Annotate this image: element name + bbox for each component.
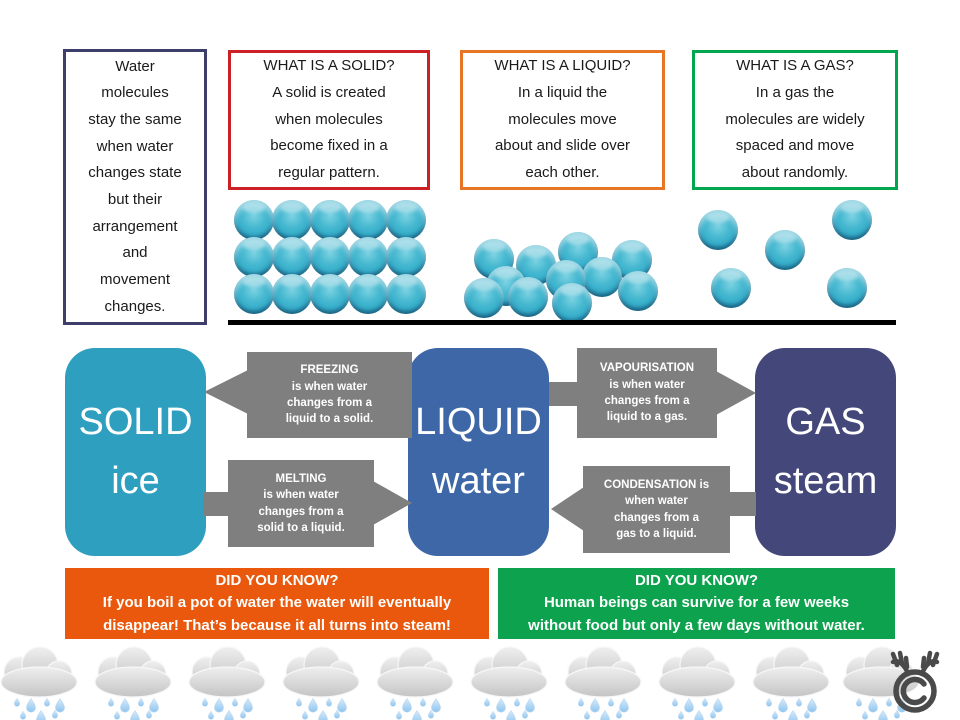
gas-question-title: WHAT IS A GAS? bbox=[736, 57, 854, 75]
info-box-intro: Water molecules stay the same when water… bbox=[63, 49, 207, 325]
rain-cloud-icon bbox=[462, 646, 557, 720]
rain-cloud-icon bbox=[368, 646, 463, 720]
rain-cloud-icon bbox=[0, 646, 87, 720]
liquid-molecule-diagram bbox=[458, 232, 668, 327]
vapourisation-body: is when water changes from a liquid to a… bbox=[604, 378, 690, 424]
rain-cloud-icon bbox=[274, 646, 369, 720]
condensation-title: CONDENSATION is bbox=[603, 478, 710, 491]
molecule-icon bbox=[832, 200, 872, 240]
freezing-arrow-label: FREEZING is when water changes from a li… bbox=[247, 352, 412, 438]
state-liquid-sub: water bbox=[432, 460, 525, 502]
moose-copyright-icon bbox=[883, 648, 947, 716]
molecule-icon bbox=[310, 274, 350, 314]
state-liquid-name: LIQUID bbox=[415, 401, 542, 444]
state-box-solid: SOLID ice bbox=[65, 348, 206, 556]
condensation-arrow-stem bbox=[729, 492, 756, 516]
vapourisation-arrow-label: VAPOURISATION is when water changes from… bbox=[577, 348, 717, 438]
solid-molecule-diagram bbox=[234, 200, 434, 320]
state-box-liquid: LIQUID water bbox=[408, 348, 549, 556]
fact-boiling-title: DID YOU KNOW? bbox=[215, 571, 339, 589]
solid-question-body: A solid is created when molecules become… bbox=[270, 83, 388, 182]
rain-cloud-icon bbox=[650, 646, 745, 720]
molecule-icon bbox=[765, 230, 805, 270]
liquid-question-body: In a liquid the molecules move about and… bbox=[494, 83, 631, 182]
freezing-arrowhead-icon bbox=[204, 370, 248, 414]
molecule-icon bbox=[386, 237, 426, 277]
freezing-body: is when water changes from a liquid to a… bbox=[285, 380, 374, 426]
info-box-what-is-a-solid: WHAT IS A SOLID? A solid is created when… bbox=[228, 50, 430, 190]
rain-cloud-icon bbox=[86, 646, 181, 720]
molecule-icon bbox=[827, 268, 867, 308]
state-solid-name: SOLID bbox=[78, 401, 193, 444]
liquid-question-title: WHAT IS A LIQUID? bbox=[494, 57, 631, 75]
condensation-body: when water changes from a gas to a liqui… bbox=[614, 495, 699, 540]
molecule-icon bbox=[310, 237, 350, 277]
fact-boiling-body: If you boil a pot of water the water wil… bbox=[102, 594, 452, 634]
solid-question-title: WHAT IS A SOLID? bbox=[263, 57, 395, 75]
gas-molecule-diagram bbox=[695, 198, 895, 313]
molecule-icon bbox=[711, 268, 751, 308]
rain-cloud-icon bbox=[180, 646, 275, 720]
melting-arrow-label: MELTING is when water changes from a sol… bbox=[228, 460, 374, 547]
vapourisation-arrowhead-icon bbox=[716, 371, 756, 415]
molecule-icon bbox=[272, 274, 312, 314]
info-box-what-is-a-liquid: WHAT IS A LIQUID? In a liquid the molecu… bbox=[460, 50, 665, 190]
condensation-arrowhead-icon bbox=[551, 487, 584, 531]
vapourisation-title: VAPOURISATION bbox=[599, 362, 695, 375]
state-solid-sub: ice bbox=[111, 460, 160, 502]
molecule-icon bbox=[272, 200, 312, 240]
molecule-icon bbox=[348, 200, 388, 240]
molecule-icon bbox=[234, 237, 274, 277]
divider-line bbox=[228, 320, 896, 325]
melting-arrow-stem bbox=[203, 492, 229, 516]
molecule-icon bbox=[582, 257, 622, 297]
intro-text: Water molecules stay the same when water… bbox=[88, 57, 182, 315]
rain-cloud-icon bbox=[556, 646, 651, 720]
state-gas-name: GAS bbox=[785, 401, 866, 444]
vapourisation-arrow-stem bbox=[549, 382, 578, 406]
fact-survival-title: DID YOU KNOW? bbox=[634, 571, 759, 589]
molecule-icon bbox=[386, 274, 426, 314]
freezing-title: FREEZING bbox=[300, 364, 359, 377]
molecule-icon bbox=[348, 274, 388, 314]
molecule-icon bbox=[348, 237, 388, 277]
state-gas-sub: steam bbox=[773, 460, 878, 502]
molecule-icon bbox=[698, 210, 738, 250]
molecule-icon bbox=[552, 283, 592, 323]
molecule-icon bbox=[310, 200, 350, 240]
melting-arrowhead-icon bbox=[373, 481, 412, 525]
gas-question-body: In a gas the molecules are widely spaced… bbox=[725, 83, 865, 182]
info-box-what-is-a-gas: WHAT IS A GAS? In a gas the molecules ar… bbox=[692, 50, 898, 190]
fact-box-boiling: DID YOU KNOW? If you boil a pot of water… bbox=[65, 568, 489, 639]
molecule-icon bbox=[464, 278, 504, 318]
state-box-gas: GAS steam bbox=[755, 348, 896, 556]
molecule-icon bbox=[618, 271, 658, 311]
fact-box-survival: DID YOU KNOW? Human beings can survive f… bbox=[498, 568, 895, 639]
fact-survival-body: Human beings can survive for a few weeks… bbox=[528, 594, 865, 634]
rain-cloud-icon bbox=[744, 646, 839, 720]
melting-body: is when water changes from a solid to a … bbox=[257, 489, 345, 534]
molecule-icon bbox=[508, 277, 548, 317]
molecule-icon bbox=[234, 274, 274, 314]
melting-title: MELTING bbox=[275, 472, 327, 485]
molecule-icon bbox=[234, 200, 274, 240]
condensation-arrow-label: CONDENSATION is when water changes from … bbox=[583, 466, 730, 553]
molecule-icon bbox=[386, 200, 426, 240]
molecule-icon bbox=[272, 237, 312, 277]
